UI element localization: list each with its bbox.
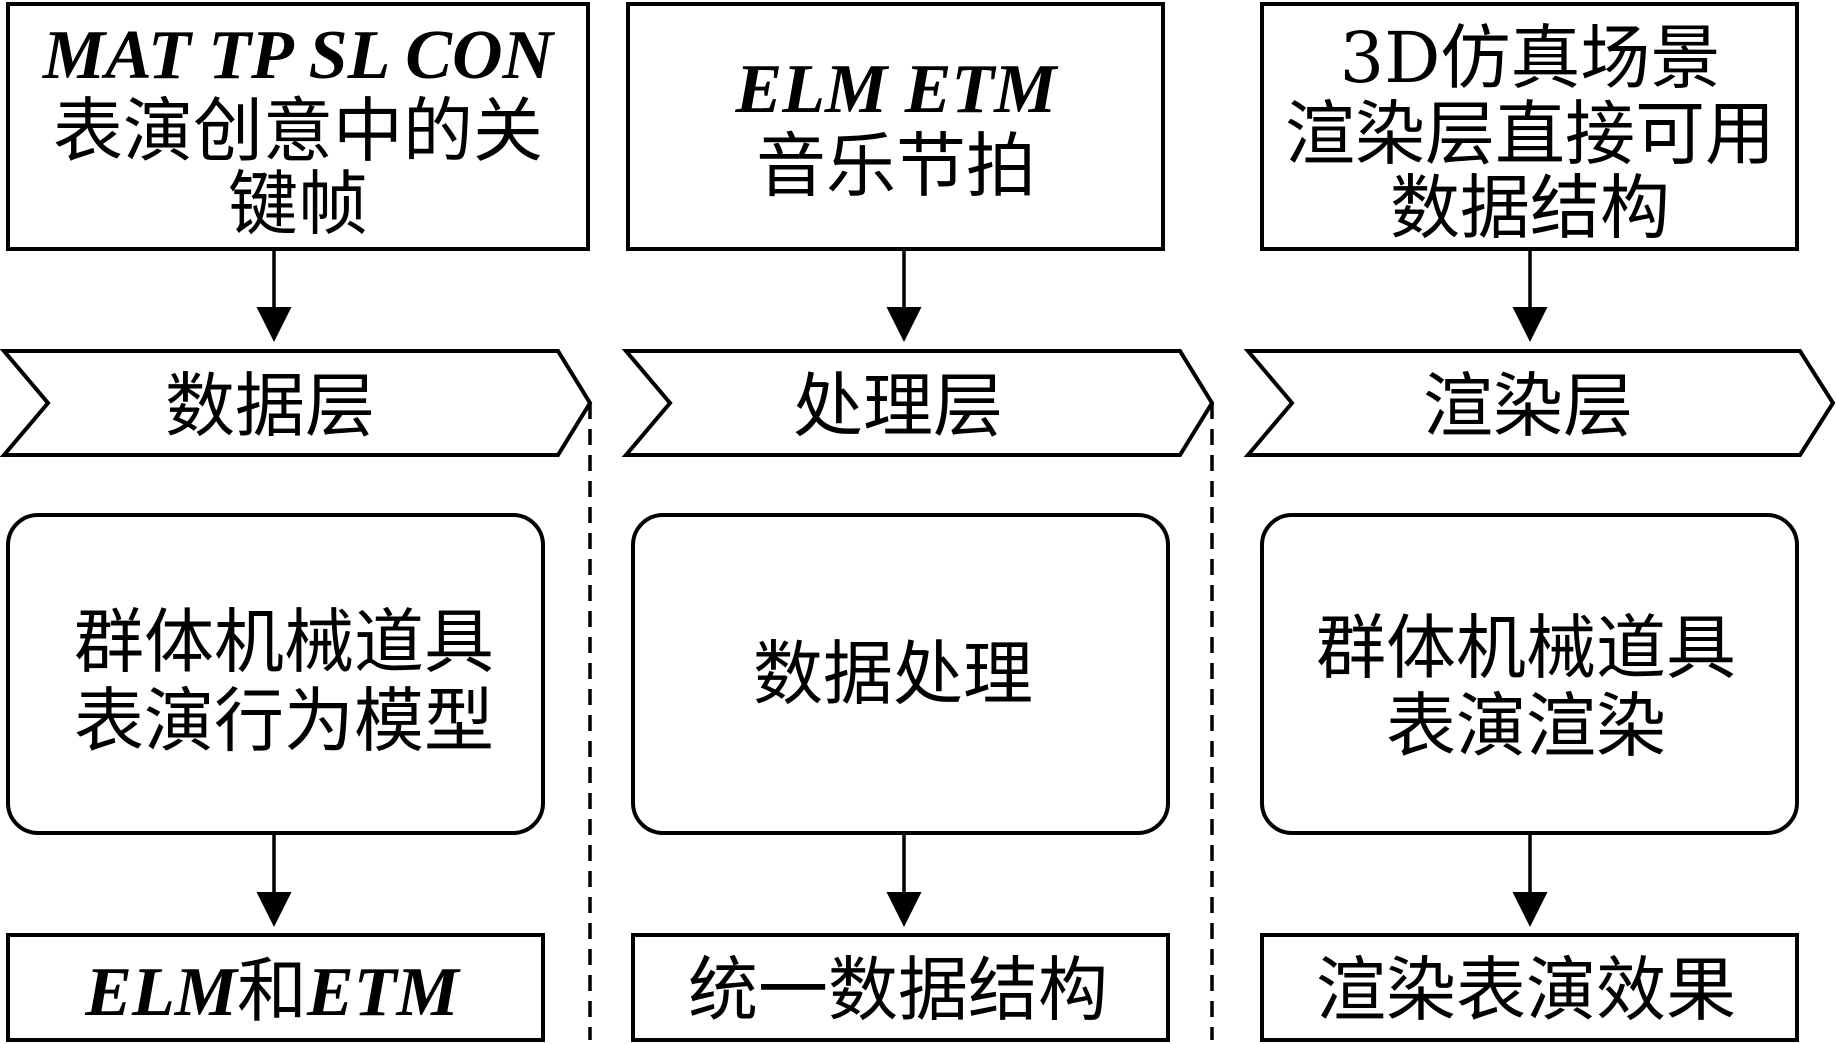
output-box-render-effect <box>1260 933 1799 1042</box>
layer-label-processing: 处理层 <box>793 365 1003 447</box>
output-box-unified-structure <box>631 933 1170 1042</box>
process-box-data-processing <box>631 513 1170 835</box>
input-line3-text: 数据结构 <box>1390 167 1670 249</box>
layer-banner-render <box>1243 349 1836 457</box>
input-abbreviations-text: MAT TP SL CON <box>42 17 556 94</box>
output-elm-text: ELM <box>84 954 239 1031</box>
process-line1-text: 数据处理 <box>753 633 1033 715</box>
process-line2-text: 表演渲染 <box>1386 685 1666 767</box>
column-render-layer: 3D仿真场景 渲染层直接可用 数据结构 渲染层 群体机械道具 表演渲染 渲染表演… <box>1243 2 1836 1042</box>
input-line2-text: 渲染层直接可用 <box>1285 93 1775 175</box>
input-box-keyframes <box>6 2 590 251</box>
process-line1-text: 群体机械道具 <box>74 601 494 683</box>
process-line2-text: 表演行为模型 <box>74 680 494 762</box>
layer-label-render: 渲染层 <box>1423 365 1633 447</box>
input-music-beats-text: 音乐节拍 <box>756 125 1036 207</box>
input-line3-text: 键帧 <box>228 163 368 245</box>
input-line2-text: 表演创意中的关 <box>53 90 543 172</box>
input-elm-etm-text: ELM ETM <box>735 51 1060 128</box>
output-text: ELM和ETM <box>84 950 461 1032</box>
output-text: 渲染表演效果 <box>1316 949 1736 1031</box>
column-processing-layer: ELM ETM 音乐节拍 处理层 数据处理 统一数据结构 <box>621 2 1215 1042</box>
layer-banner-data <box>0 349 593 457</box>
column-data-layer: MAT TP SL CON 表演创意中的关 键帧 数据层 群体机械道具 表演行为… <box>0 2 593 1042</box>
process-line1-text: 群体机械道具 <box>1316 607 1736 689</box>
output-box-elm-etm <box>6 933 545 1042</box>
input-box-music-beats <box>626 2 1165 251</box>
output-and-text: 和 <box>237 950 307 1032</box>
layer-label-data: 数据层 <box>165 365 375 447</box>
output-etm-text: ETM <box>306 954 461 1031</box>
input-line1-text: 3D仿真场景 <box>1340 17 1721 99</box>
output-text: 统一数据结构 <box>688 949 1108 1031</box>
layer-banner-processing <box>621 349 1215 457</box>
